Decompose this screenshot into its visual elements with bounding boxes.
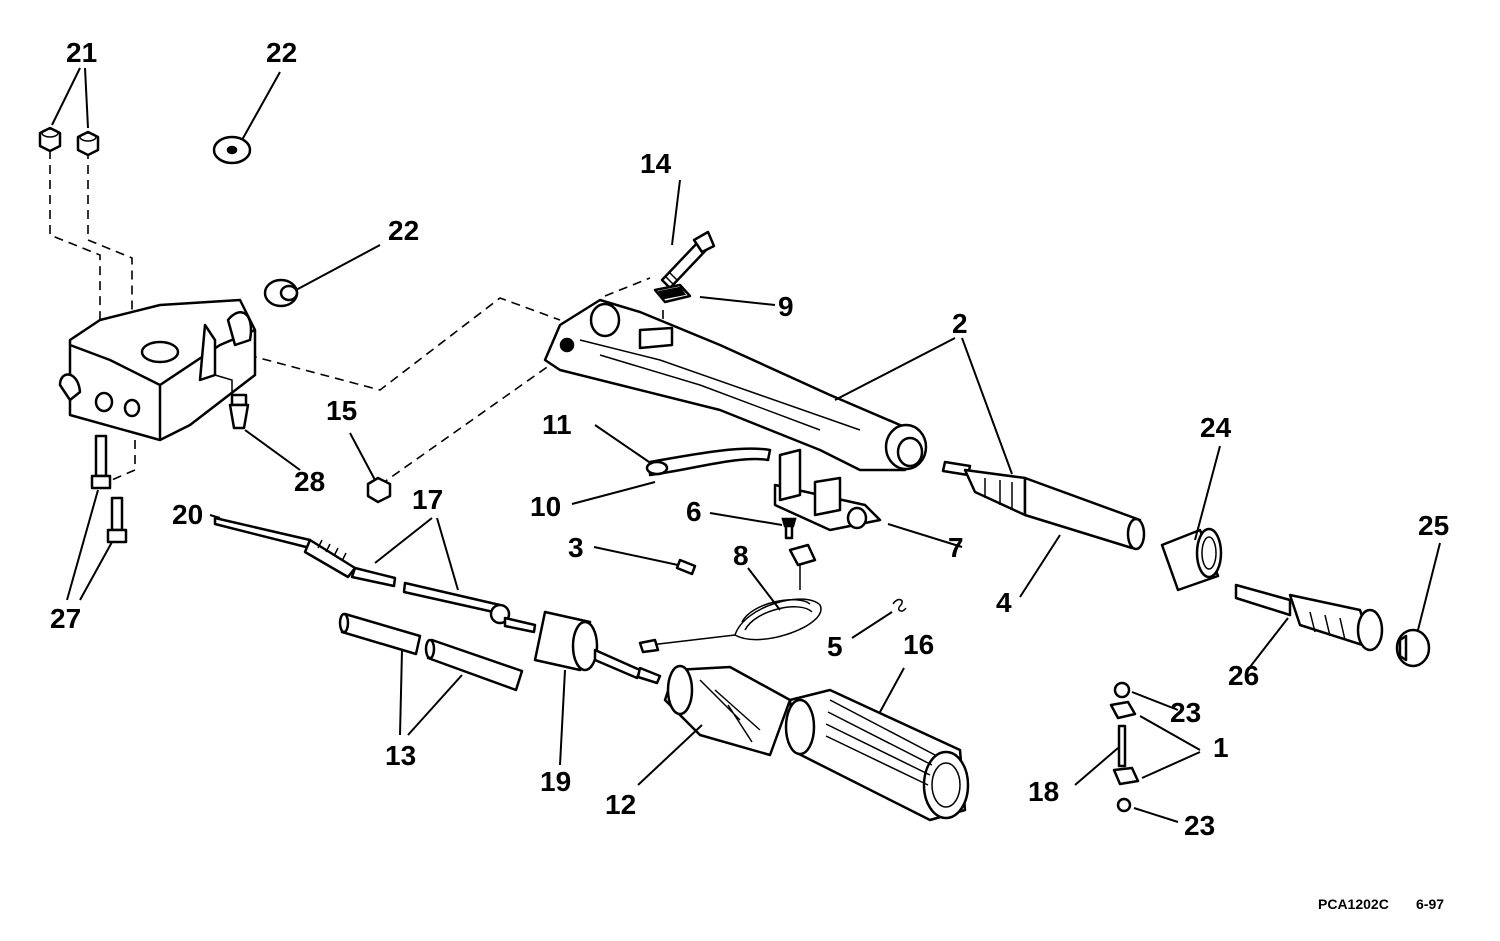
part-22-washer-mid	[263, 278, 299, 308]
callout-12: 12	[605, 789, 636, 820]
callout-9: 9	[778, 291, 794, 322]
part-8-lanyard	[638, 543, 822, 654]
callout-4: 4	[996, 587, 1012, 618]
part-20-bracket	[58, 298, 257, 442]
part-27-bolts	[90, 434, 128, 544]
callout-25: 25	[1418, 510, 1449, 541]
callout-11: 11	[542, 409, 572, 440]
callout-5: 5	[827, 631, 843, 662]
part-7-stop-switch	[773, 448, 882, 532]
part-11-lead-wire	[645, 447, 772, 477]
callout-labels: 21 22 22 14 9 2 24 25 26 4 7 6 11 10 3 8…	[50, 37, 1449, 841]
callout-28: 28	[294, 466, 325, 497]
callout-13: 13	[385, 740, 416, 771]
part-17-throttle-cable	[213, 516, 537, 634]
part-25-cap	[1395, 628, 1431, 668]
part-21-nuts	[38, 126, 100, 157]
callout-3: 3	[568, 532, 584, 563]
callout-10: 10	[530, 491, 561, 522]
part-23-bushing-top	[1113, 681, 1131, 699]
assembly-dashed-lines	[49, 150, 664, 486]
part-1-block-bottom	[1112, 766, 1140, 786]
callout-1: 1	[1213, 732, 1229, 763]
drawing-code-block: PCA1202C 6-97	[1318, 896, 1444, 912]
callout-21: 21	[66, 37, 97, 68]
callout-24: 24	[1200, 412, 1232, 443]
part-1-block-top	[1109, 700, 1137, 720]
part-9-clip	[653, 283, 692, 304]
callout-14: 14	[640, 148, 672, 179]
part-5-clip	[892, 598, 907, 612]
callout-23-top: 23	[1170, 697, 1201, 728]
part-3-pin	[675, 558, 697, 576]
drawing-date: 6-97	[1416, 896, 1444, 912]
callout-19: 19	[540, 766, 571, 797]
leader-lines	[51, 67, 1441, 823]
drawing-code: PCA1202C	[1318, 896, 1389, 912]
callout-20: 20	[172, 499, 203, 530]
callout-18: 18	[1028, 776, 1059, 807]
callout-8: 8	[733, 540, 749, 571]
part-28-grease-fitting	[228, 393, 250, 430]
callout-17: 17	[412, 484, 443, 515]
part-24-bushing	[1160, 527, 1223, 592]
callout-16: 16	[903, 629, 934, 660]
part-12-throttle-insert	[663, 664, 792, 757]
part-14-bolt	[660, 230, 716, 290]
callout-7: 7	[948, 532, 964, 563]
callout-26: 26	[1228, 660, 1259, 691]
callout-23-bottom: 23	[1184, 810, 1215, 841]
part-15-nut	[366, 476, 392, 504]
part-26-friction-adjuster	[1234, 583, 1384, 652]
callout-6: 6	[686, 496, 702, 527]
part-18-pin	[1117, 724, 1127, 768]
part-6-screw	[781, 517, 797, 540]
part-22-washer-top	[212, 135, 252, 165]
part-13-sleeves	[338, 612, 524, 692]
part-23-bushing-bottom	[1116, 797, 1132, 813]
part-16-grip	[784, 688, 970, 822]
part-2-tiller-arm	[543, 298, 928, 472]
callout-22-top: 22	[266, 37, 297, 68]
part-4-throttle-tube	[941, 460, 1146, 551]
callout-15: 15	[326, 395, 357, 426]
callout-22-mid: 22	[388, 215, 419, 246]
callout-2: 2	[952, 308, 968, 339]
callout-27: 27	[50, 603, 81, 634]
part-19-cable-end	[533, 610, 662, 685]
